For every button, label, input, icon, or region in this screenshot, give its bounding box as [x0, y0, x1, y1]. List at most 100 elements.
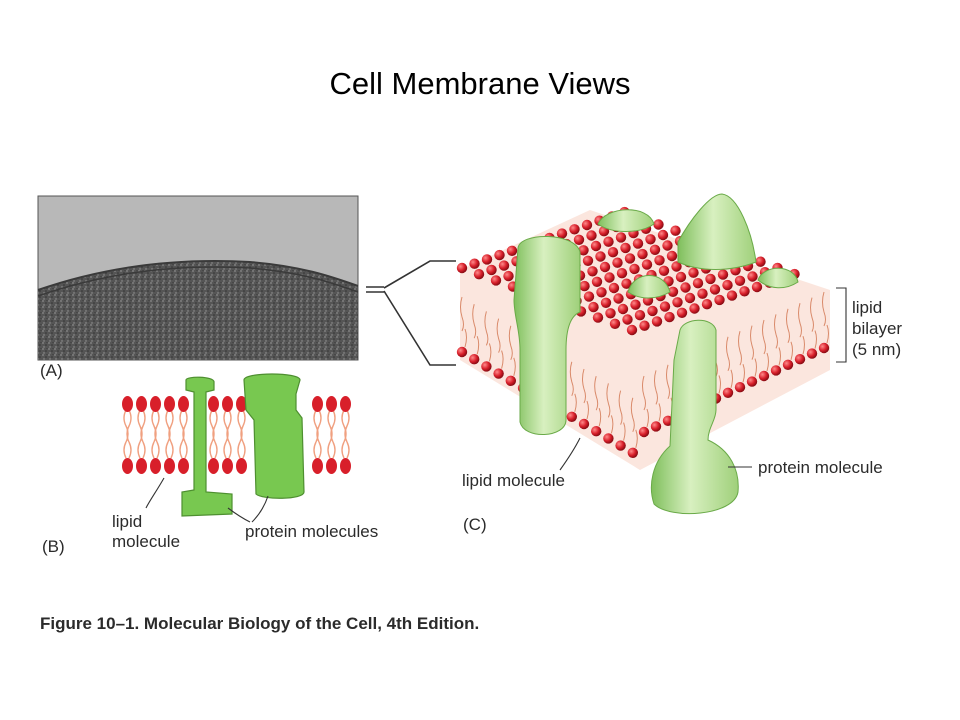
lipid-head	[659, 301, 671, 312]
lipid-head	[178, 458, 189, 474]
lipid-head	[150, 396, 161, 412]
lipid-head	[609, 318, 621, 329]
lipid-head	[178, 396, 189, 412]
lipid-head	[758, 370, 770, 382]
lipid-head	[222, 458, 233, 474]
lipid-head	[620, 242, 631, 254]
lipid-head	[615, 440, 626, 451]
lipid-head	[626, 324, 638, 336]
lipid-head	[701, 299, 713, 310]
panel-c-label: (C)	[463, 515, 487, 534]
lipid-tail	[170, 441, 174, 459]
lipid-head	[670, 225, 681, 236]
lipid-molecule-label: lipid molecule	[462, 471, 565, 490]
lipid-head	[705, 273, 716, 285]
lipid-head	[612, 257, 623, 268]
lipid-head	[222, 396, 233, 412]
lipid-head	[734, 382, 746, 393]
lipid-head	[481, 361, 492, 372]
lipid-head	[621, 278, 632, 289]
lipid-head	[599, 261, 611, 273]
lipid-head	[671, 261, 682, 272]
lipid-head	[604, 272, 615, 283]
lipid-tail	[156, 441, 160, 459]
zoom-connector	[366, 260, 456, 366]
page-title: Cell Membrane Views	[329, 66, 631, 101]
lipid-tail	[151, 441, 155, 459]
bilayer-diagram-panel-b	[122, 396, 351, 474]
lipid-head	[312, 396, 323, 412]
lipid-tail	[214, 441, 218, 459]
lipid-tail	[209, 441, 213, 459]
lipid-head	[615, 232, 627, 243]
lipid-head	[639, 320, 650, 331]
lipid-head	[582, 255, 594, 266]
lipid-head	[493, 368, 504, 379]
lipid-tail	[154, 409, 160, 443]
protein-molecules-label: protein molecules	[245, 522, 378, 541]
lipid-tail	[327, 441, 331, 459]
lipid-head	[583, 291, 595, 302]
lipid-head	[473, 269, 485, 280]
membrane-3d-panel-c	[456, 193, 830, 515]
lipid-head	[734, 275, 746, 286]
lipid-head	[595, 251, 606, 262]
lipid-head	[688, 267, 699, 278]
lipid-head	[697, 288, 708, 299]
lipid-tail	[346, 441, 350, 459]
lipid-head	[634, 310, 646, 321]
lipid-head	[770, 365, 782, 376]
lipid-head	[600, 297, 612, 308]
lipid-tail	[182, 409, 188, 443]
lipid-label-line2: molecule	[112, 532, 180, 551]
lipid-head	[806, 348, 818, 359]
lipid-head	[579, 280, 590, 292]
lipid-tail	[240, 409, 246, 443]
lipid-head	[616, 268, 628, 279]
lipid-head	[709, 284, 721, 295]
lipid-head	[340, 396, 351, 412]
panel-a-label: (A)	[40, 361, 63, 380]
lipid-tail	[330, 409, 336, 443]
lipid-head	[722, 387, 734, 398]
lipid-head	[236, 458, 247, 474]
lipid-head	[573, 234, 585, 245]
lipid-tail	[223, 441, 227, 459]
lipid-label-line1: lipid	[112, 512, 142, 531]
lipid-head	[666, 250, 678, 262]
lipid-head	[689, 303, 700, 314]
lipid-tail	[137, 441, 141, 459]
lipid-head	[326, 396, 337, 412]
lipid-head	[208, 458, 219, 474]
lipid-head	[481, 254, 493, 265]
lipid-head	[676, 307, 688, 318]
lipid-head	[587, 266, 598, 277]
lipid-head	[630, 299, 641, 310]
lipid-head	[456, 346, 468, 358]
lipid-head	[755, 256, 766, 267]
lipid-tail	[123, 441, 127, 459]
lipid-head	[596, 287, 607, 298]
protein-molecule-label: protein molecule	[758, 458, 883, 477]
lipid-head	[586, 230, 597, 241]
lipid-tail	[313, 441, 317, 459]
lipid-tail	[318, 441, 322, 459]
lipid-head	[469, 354, 480, 365]
lipid-tail	[226, 409, 232, 443]
lipid-head	[136, 458, 147, 474]
lipid-head	[505, 375, 516, 386]
lipid-head	[150, 458, 161, 474]
lipid-head	[624, 253, 636, 264]
lipid-head	[591, 276, 603, 287]
lipid-head	[208, 396, 219, 412]
figure-caption: Figure 10–1. Molecular Biology of the Ce…	[40, 614, 480, 633]
lipid-head	[722, 279, 733, 291]
lipid-head	[726, 290, 738, 301]
lipid-head	[782, 359, 794, 370]
lipid-head	[591, 426, 602, 437]
lipid-head	[739, 286, 750, 297]
lipid-head	[503, 270, 514, 282]
lipid-head	[651, 316, 663, 327]
lipid-head	[627, 447, 638, 458]
